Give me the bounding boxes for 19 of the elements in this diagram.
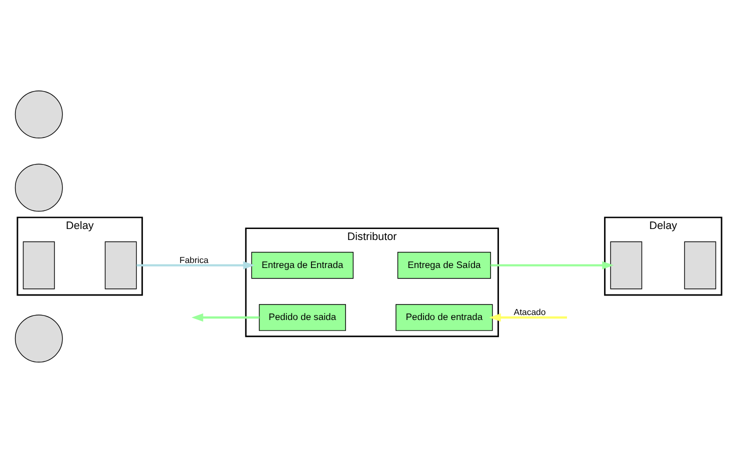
node-box: Pedido de saida — [258, 304, 346, 330]
node-circle — [14, 314, 63, 362]
arrow — [490, 260, 614, 269]
arrow — [136, 260, 255, 269]
node-circle — [14, 90, 63, 138]
cluster: Delay — [604, 216, 722, 296]
node-box: Pedido de entrada — [396, 304, 493, 330]
arrow — [489, 312, 567, 322]
node-box: Entrega de Entrada — [251, 251, 354, 278]
edge-label: Atacado — [514, 306, 546, 317]
arrow — [192, 312, 260, 322]
node-box — [610, 240, 642, 289]
node-box: Entrega de Saída — [397, 251, 491, 278]
node-circle — [14, 163, 63, 212]
cluster: Delay — [16, 216, 143, 296]
edge-label: Fabrica — [180, 254, 209, 264]
node-box — [684, 240, 716, 289]
node-box — [104, 240, 137, 289]
node-box — [22, 240, 55, 289]
